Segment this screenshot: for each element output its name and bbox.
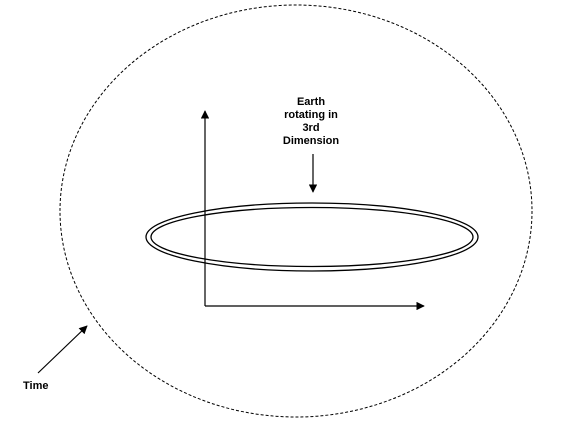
earth-label-line-4: Dimension xyxy=(282,135,340,147)
earth-label-line-2: rotating in xyxy=(284,109,338,121)
earth-ring-inner xyxy=(150,206,474,268)
time-boundary-ellipse xyxy=(59,4,533,418)
earth-label-line-3: 3rd xyxy=(302,122,320,134)
earth-label: Earth rotating in 3rd Dimension xyxy=(270,96,352,148)
earth-label-line-1: Earth xyxy=(296,96,326,108)
earth-ring-outer xyxy=(145,202,479,272)
time-label-arrow xyxy=(37,325,88,374)
time-label: Time xyxy=(23,380,49,392)
